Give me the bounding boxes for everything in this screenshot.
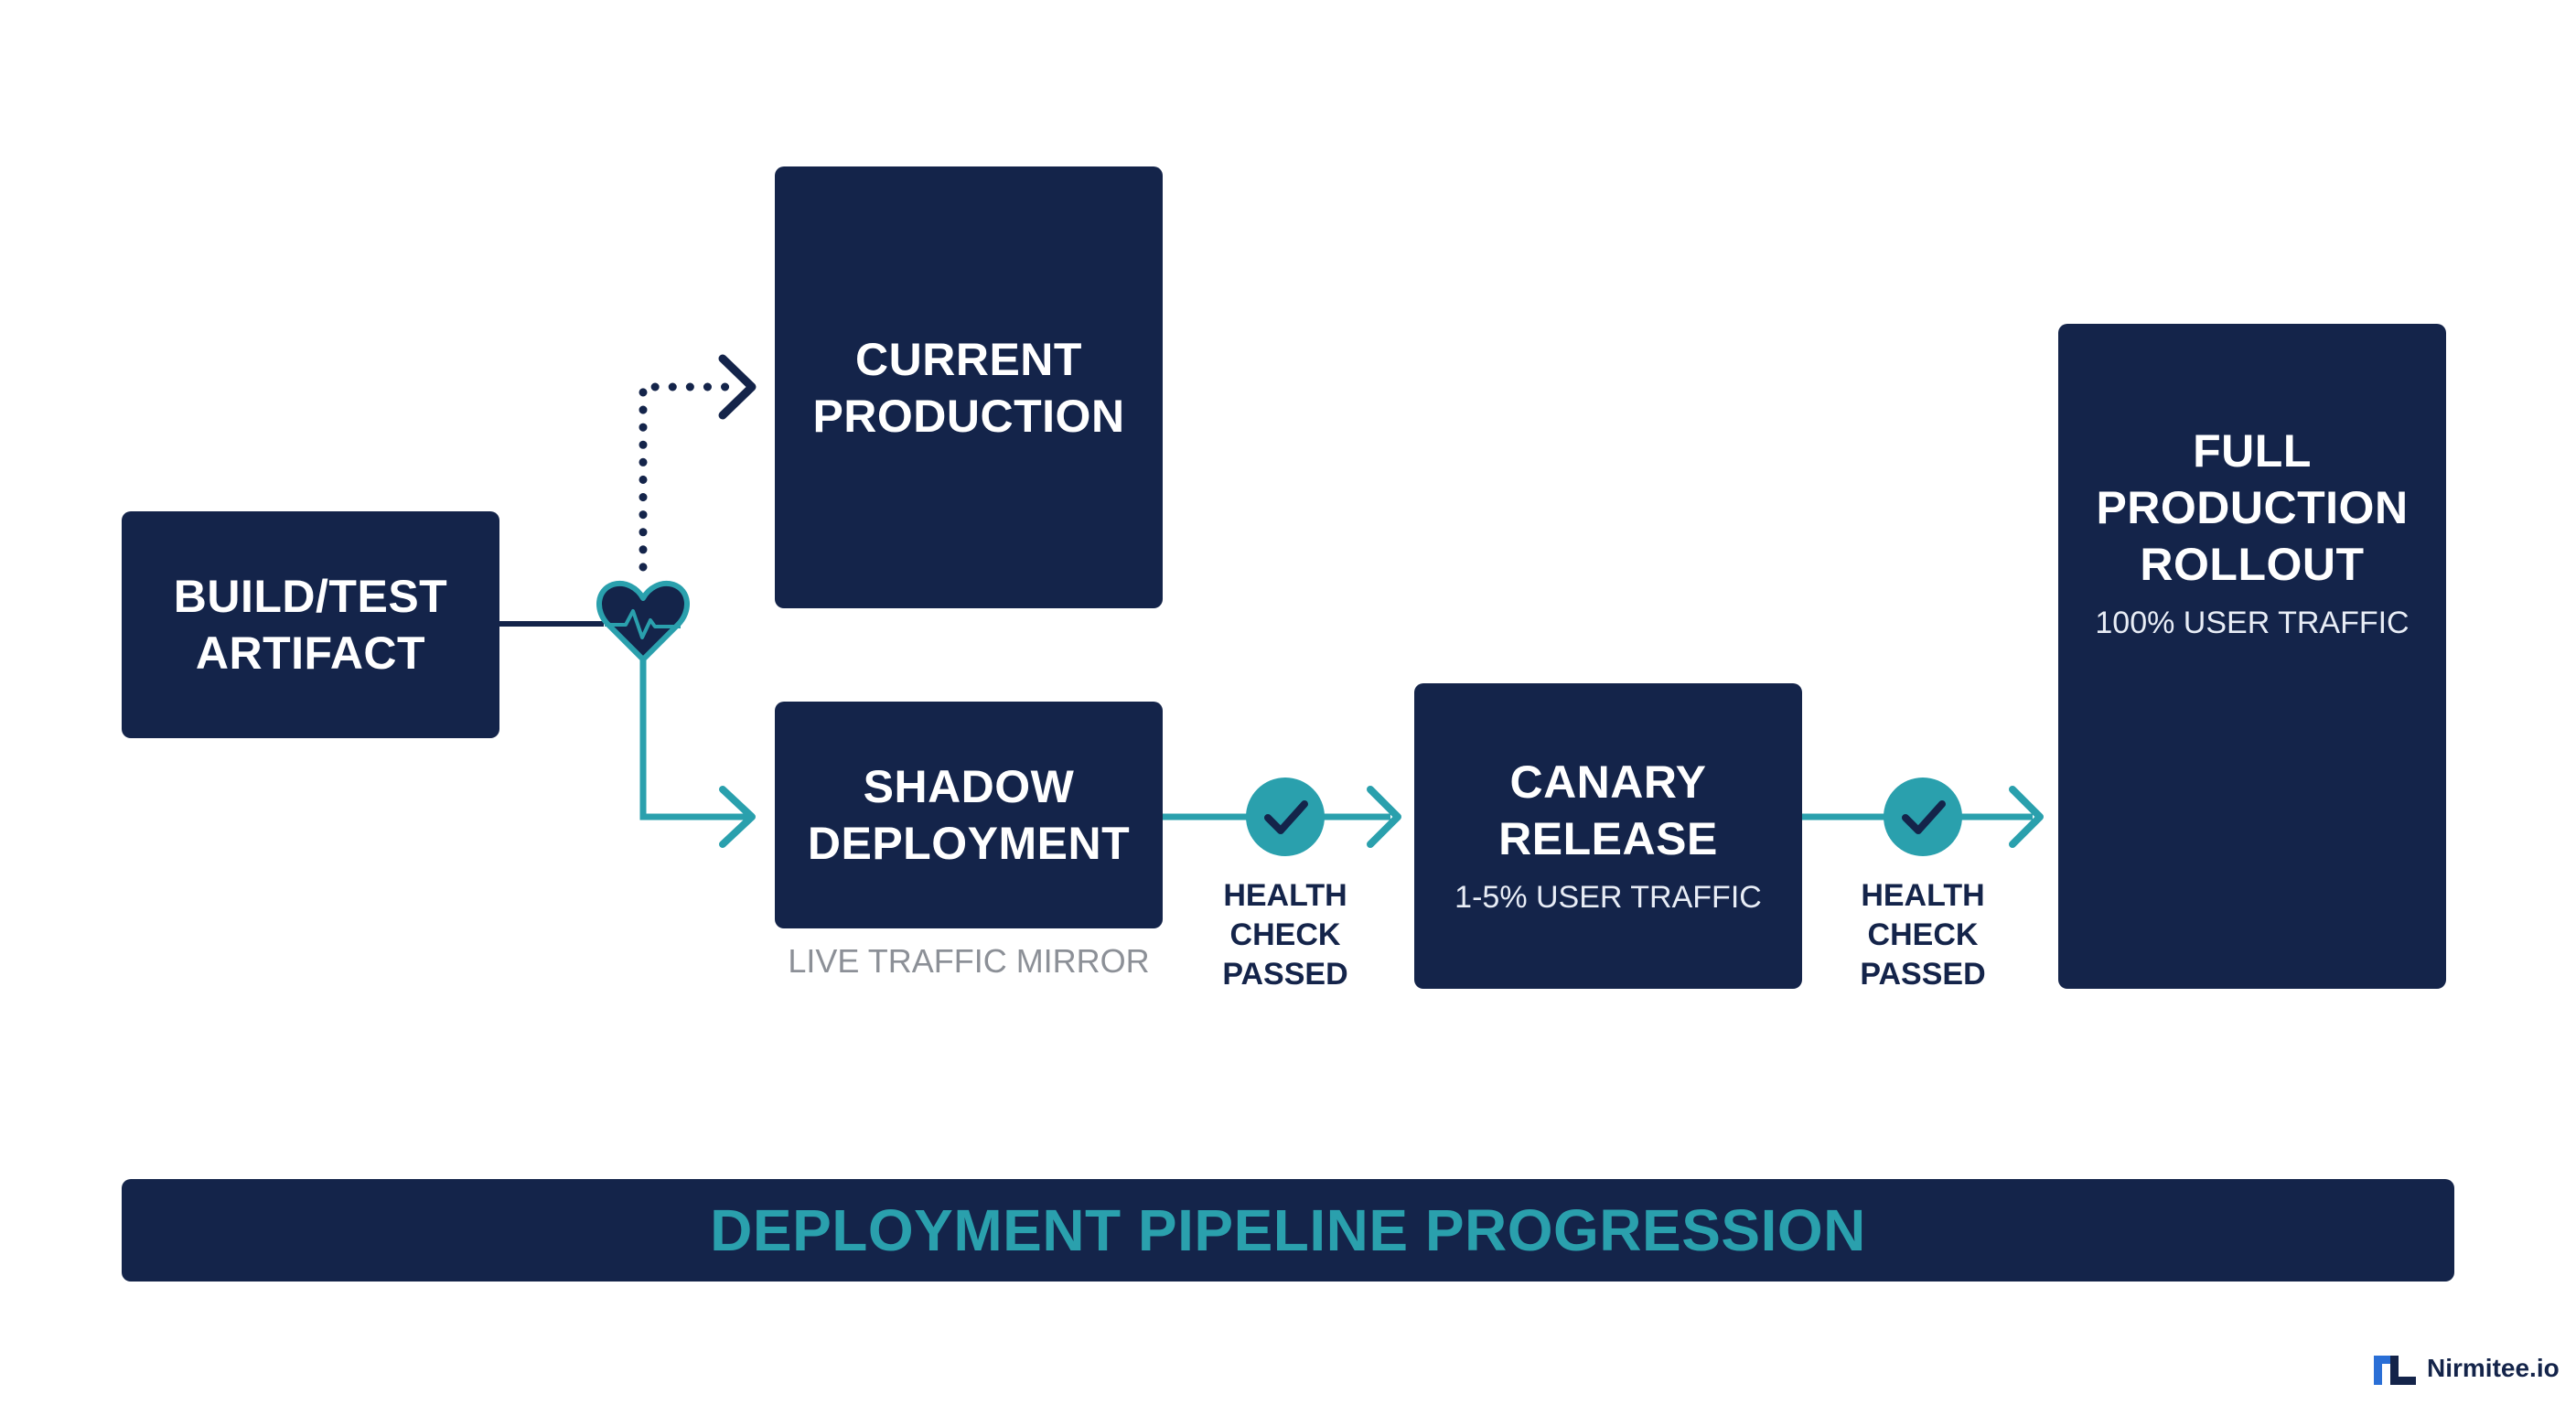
full-node-subtitle: 100% USER TRAFFIC	[2095, 605, 2410, 640]
arrow-right-icon	[718, 354, 757, 420]
health-check-label: HEALTH CHECK PASSED	[1860, 878, 1986, 992]
arrow-right-icon	[1367, 786, 1401, 848]
full-production-rollout-node: FULL PRODUCTION ROLLOUT 100% USER TRAFFI…	[2058, 324, 2446, 989]
brand-logo: Nirmitee.io	[2374, 1350, 2560, 1387]
pipeline-banner: DEPLOYMENT PIPELINE PROGRESSION	[122, 1179, 2454, 1282]
canary-release-node: CANARY RELEASE 1-5% USER TRAFFIC	[1414, 683, 1802, 989]
heart-pulse-icon	[596, 581, 690, 662]
banner-title: DEPLOYMENT PIPELINE PROGRESSION	[710, 1197, 1866, 1263]
shadow-node-title: SHADOW DEPLOYMENT	[807, 761, 1131, 869]
build-node-title: BUILD/TEST ARTIFACT	[173, 571, 448, 679]
check-icon	[1246, 778, 1325, 856]
current-node-title: CURRENT PRODUCTION	[812, 333, 1125, 442]
build-test-artifact-node: BUILD/TEST ARTIFACT	[122, 511, 499, 738]
shadow-caption: LIVE TRAFFIC MIRROR	[788, 942, 1150, 980]
current-production-node: CURRENT PRODUCTION	[775, 166, 1163, 608]
shadow-deployment-node: SHADOW DEPLOYMENT	[775, 702, 1163, 928]
dotted-branch-to-current	[639, 382, 736, 572]
canary-node-subtitle: 1-5% USER TRAFFIC	[1454, 880, 1762, 915]
arrow-right-icon	[2009, 786, 2044, 848]
nirmitee-logo-icon	[2374, 1356, 2416, 1385]
full-node-title: FULL PRODUCTION ROLLOUT	[2096, 424, 2409, 590]
branch-to-shadow	[639, 651, 750, 820]
check-icon	[1884, 778, 1962, 856]
canary-node-title: CANARY RELEASE	[1498, 756, 1718, 864]
health-check-label: HEALTH CHECK PASSED	[1222, 878, 1348, 992]
arrow-right-icon	[719, 786, 756, 848]
brand-text: Nirmitee.io	[2427, 1354, 2560, 1382]
